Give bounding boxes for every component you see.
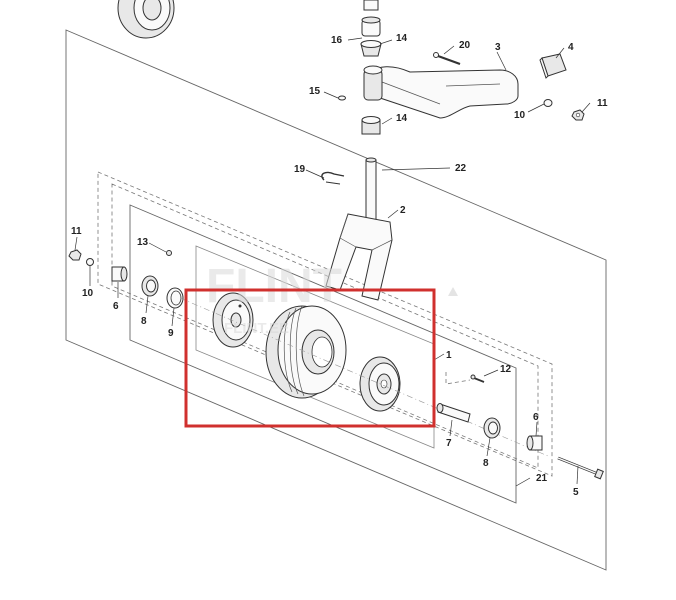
callout-22: 22	[455, 163, 467, 174]
part-10-washer-right	[543, 99, 553, 107]
part-8-bearing-right	[483, 417, 501, 439]
callout-16: 16	[331, 35, 343, 46]
part-10-washer-left	[86, 258, 94, 266]
part-14-bushing-lower	[361, 116, 381, 135]
watermark-logo: FLINT	[206, 260, 342, 313]
callout-15: 15	[309, 86, 321, 97]
part-9-seal	[166, 287, 184, 309]
callout-8-right: 8	[483, 458, 489, 469]
callout-4: 4	[568, 42, 574, 53]
part-14-bushing-top	[360, 40, 382, 57]
dashed-group-22-inner	[111, 183, 539, 469]
callout-10-left: 10	[82, 288, 94, 299]
watermark-triangle-icon	[448, 287, 458, 296]
inner-assembly-frame-21	[129, 204, 517, 504]
callout-6-left: 6	[113, 301, 119, 312]
part-15-pin	[338, 95, 346, 101]
wheel-axis-line	[179, 297, 549, 457]
callout-7: 7	[446, 438, 452, 449]
watermark: FLINT FLINT.EE	[206, 260, 458, 337]
callout-13: 13	[137, 237, 149, 248]
part-12-dashed-guide	[445, 372, 471, 385]
part-12-screw	[470, 374, 485, 383]
part-6-spacer-left	[111, 266, 128, 282]
callout-14-top: 14	[396, 33, 408, 44]
part-3-arm	[363, 65, 519, 119]
part-7-axle-tube	[436, 403, 471, 423]
part-19-clip	[321, 171, 345, 185]
callout-1: 1	[446, 350, 452, 361]
part-2-fork	[325, 157, 393, 301]
callout-6-right: 6	[533, 412, 539, 423]
wheel-tyre	[265, 305, 347, 399]
part-11-nut-left	[68, 249, 82, 261]
highlight-box	[184, 288, 436, 428]
wheel-subassembly-frame-1	[195, 245, 435, 449]
upper-wheel-partial	[117, 0, 175, 39]
leader-lines	[74, 37, 591, 487]
part-20-bolt	[433, 52, 461, 66]
part-4-end-cap	[539, 53, 567, 79]
callout-12: 12	[500, 364, 512, 375]
part-5-axle-bolt	[557, 456, 604, 480]
wheel-left-rim-half	[212, 292, 254, 348]
callouts: 1 2 3 4 5 6 6 7 8 8 9 10 10 11 11 12 13 …	[71, 33, 608, 498]
callout-20: 20	[459, 40, 471, 51]
part-8-bearing-left	[141, 275, 159, 297]
callout-11-right: 11	[597, 98, 608, 109]
part-13-grease-nipple	[166, 250, 172, 256]
callout-8-left: 8	[141, 316, 147, 327]
callout-14-lower: 14	[396, 113, 408, 124]
callout-2: 2	[400, 205, 406, 216]
dashed-group-22	[97, 171, 553, 477]
callout-21: 21	[536, 473, 548, 484]
watermark-site: FLINT.EE	[224, 320, 289, 337]
part-16-bushing	[361, 16, 381, 37]
callout-9: 9	[168, 328, 174, 339]
callout-19: 19	[294, 164, 306, 175]
part-top-collar	[363, 0, 379, 11]
callout-11-left: 11	[71, 226, 82, 237]
callout-10-right: 10	[514, 110, 526, 121]
callout-5: 5	[573, 487, 579, 498]
callout-3: 3	[495, 42, 501, 53]
outer-assembly-frame	[65, 29, 607, 571]
part-11-nut-right	[571, 109, 585, 121]
part-6-spacer-right	[526, 435, 543, 451]
